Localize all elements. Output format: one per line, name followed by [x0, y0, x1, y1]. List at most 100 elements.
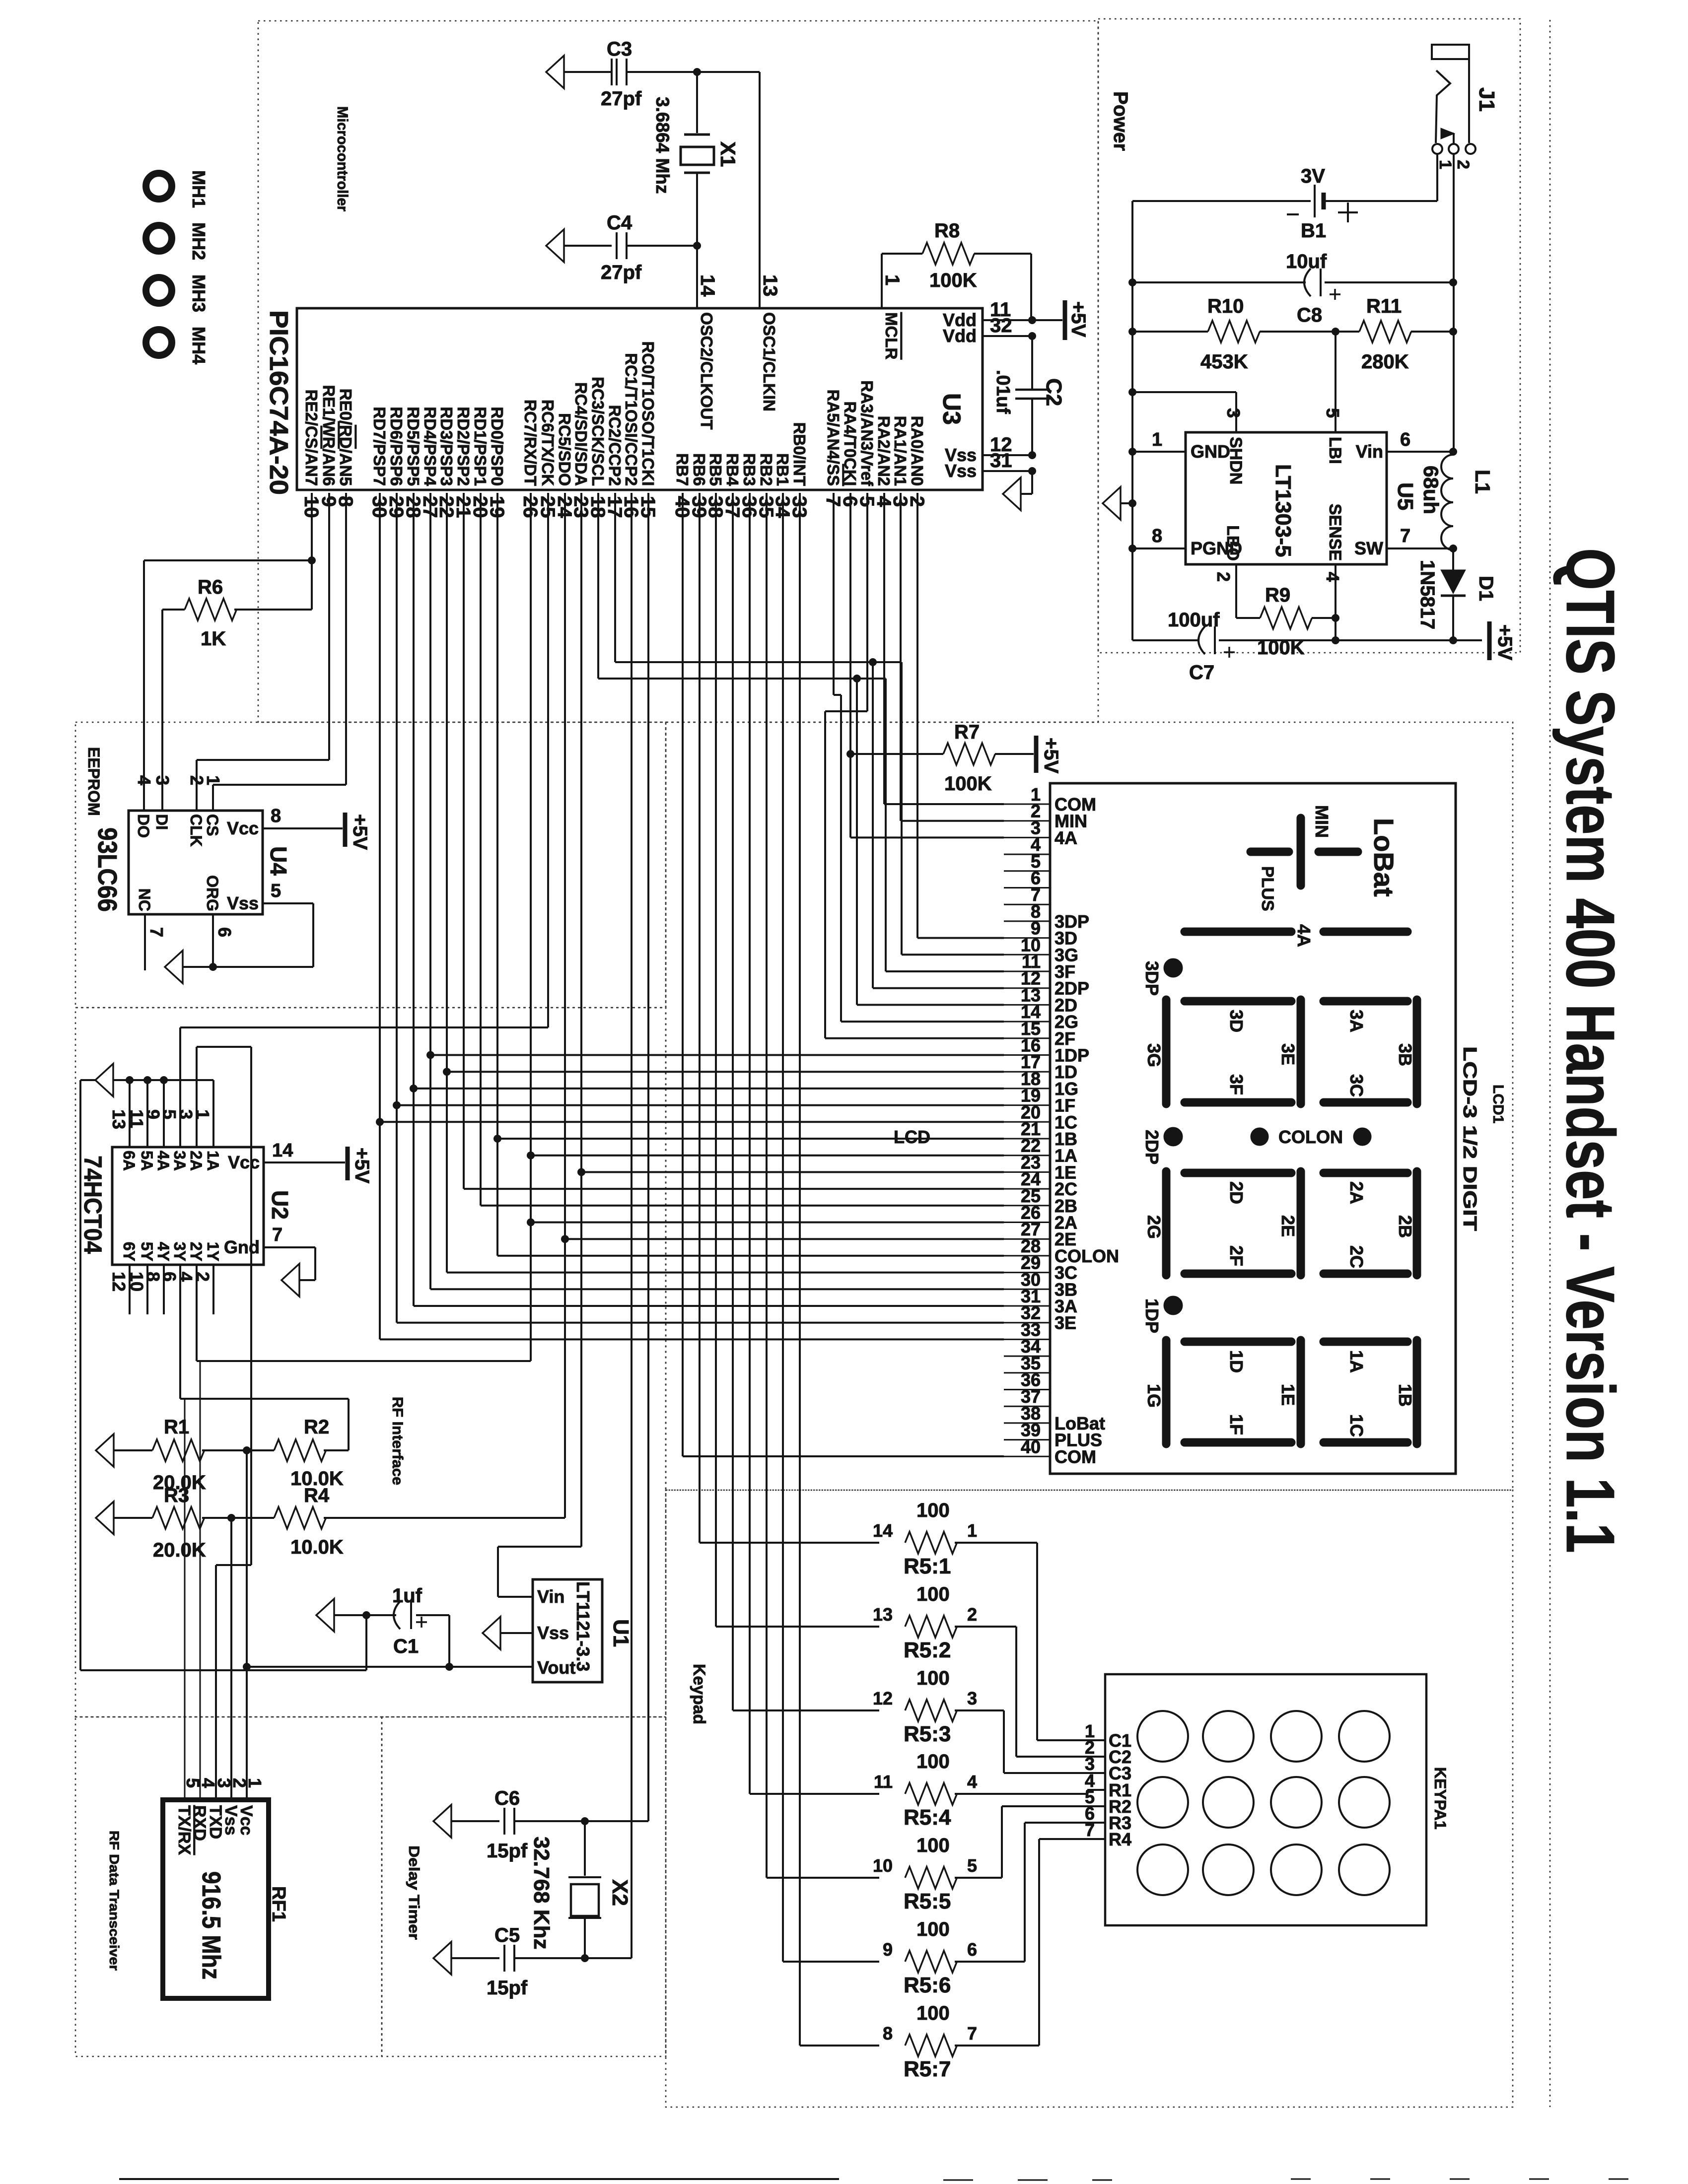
svg-text:31: 31 — [990, 450, 1012, 472]
svg-text:MIN: MIN — [1312, 805, 1332, 838]
svg-text:R5:4: R5:4 — [904, 1805, 951, 1830]
svg-text:20.0K: 20.0K — [153, 1472, 206, 1494]
svg-text:RA0/AN0: RA0/AN0 — [908, 416, 926, 486]
svg-text:SENSE: SENSE — [1326, 504, 1344, 561]
svg-text:5: 5 — [159, 1109, 180, 1119]
svg-text:RE2/CS/AN7: RE2/CS/AN7 — [302, 390, 321, 486]
svg-text:2A: 2A — [1055, 1213, 1077, 1233]
svg-text:COLON: COLON — [1055, 1246, 1119, 1266]
svg-text:2DP: 2DP — [1055, 978, 1089, 999]
svg-text:.01uf: .01uf — [992, 370, 1013, 414]
svg-text:OSC1/CLKIN: OSC1/CLKIN — [760, 312, 778, 411]
svg-text:1G: 1G — [1055, 1079, 1078, 1099]
svg-text:25: 25 — [1021, 1186, 1041, 1206]
svg-text:R8: R8 — [934, 220, 960, 242]
svg-text:RB2: RB2 — [757, 453, 775, 486]
svg-text:3B: 3B — [1055, 1279, 1077, 1299]
svg-text:2B: 2B — [1055, 1196, 1077, 1216]
svg-text:RB0/INT: RB0/INT — [790, 422, 809, 486]
svg-text:32.768 Khz: 32.768 Khz — [529, 1837, 554, 1949]
svg-text:1A: 1A — [1346, 1350, 1367, 1373]
svg-text:18: 18 — [1021, 1069, 1041, 1089]
svg-text:Microcontroller: Microcontroller — [334, 106, 351, 211]
svg-text:Vcc: Vcc — [237, 1805, 256, 1836]
svg-text:5A: 5A — [138, 1151, 156, 1171]
svg-text:RD6/PSP6: RD6/PSP6 — [387, 407, 406, 486]
svg-text:RA1/AN1: RA1/AN1 — [891, 416, 910, 486]
svg-text:6: 6 — [967, 1939, 977, 1960]
svg-text:3: 3 — [176, 1109, 196, 1119]
svg-text:3: 3 — [152, 775, 173, 785]
svg-text:13: 13 — [759, 274, 781, 297]
svg-text:5: 5 — [1323, 408, 1343, 418]
svg-text:13: 13 — [873, 1604, 893, 1625]
svg-text:3DP: 3DP — [1142, 961, 1162, 996]
svg-text:2D: 2D — [1055, 995, 1077, 1015]
svg-text:15: 15 — [1021, 1019, 1041, 1039]
svg-text:RB5: RB5 — [706, 453, 725, 486]
svg-text:453K: 453K — [1200, 351, 1248, 373]
svg-text:7: 7 — [967, 2023, 977, 2044]
svg-text:RD2/PSP2: RD2/PSP2 — [454, 407, 473, 486]
svg-text:5Y: 5Y — [138, 1242, 156, 1261]
svg-text:L1: L1 — [1471, 470, 1494, 494]
svg-text:15pf: 15pf — [487, 1840, 528, 1862]
svg-text:3A: 3A — [1346, 1010, 1367, 1032]
svg-text:ORG: ORG — [204, 875, 221, 911]
svg-text:SHDN: SHDN — [1226, 437, 1245, 484]
svg-text:6: 6 — [214, 927, 235, 937]
svg-text:9: 9 — [883, 1939, 893, 1960]
svg-text:C3: C3 — [607, 38, 632, 60]
svg-text:100: 100 — [916, 2002, 950, 2024]
svg-text:U4: U4 — [266, 846, 291, 876]
svg-text:LBI: LBI — [1326, 437, 1344, 464]
svg-text:5: 5 — [967, 1855, 977, 1876]
svg-text:100: 100 — [916, 1835, 950, 1856]
svg-text:7: 7 — [1031, 885, 1041, 905]
svg-text:1uf: 1uf — [392, 1585, 422, 1607]
svg-text:PIC16C74A-20: PIC16C74A-20 — [264, 310, 293, 495]
svg-text:7: 7 — [146, 927, 167, 937]
svg-text:2D: 2D — [1226, 1181, 1247, 1204]
svg-text:33: 33 — [1021, 1319, 1041, 1340]
svg-text:4: 4 — [1085, 1771, 1095, 1791]
svg-text:3B: 3B — [1395, 1043, 1415, 1066]
svg-text:R5:3: R5:3 — [904, 1722, 951, 1746]
svg-text:10: 10 — [873, 1855, 893, 1876]
svg-text:5: 5 — [271, 881, 281, 901]
svg-text:U2: U2 — [267, 1190, 293, 1220]
svg-text:16: 16 — [1021, 1035, 1041, 1056]
svg-text:C4: C4 — [607, 212, 633, 234]
svg-text:8: 8 — [1031, 901, 1041, 922]
svg-text:CS: CS — [204, 814, 221, 836]
svg-text:2E: 2E — [1055, 1229, 1076, 1249]
svg-text:R11: R11 — [1366, 295, 1402, 317]
svg-text:OSC2/CLKOUT: OSC2/CLKOUT — [698, 312, 716, 430]
svg-text:R2: R2 — [304, 1416, 329, 1438]
svg-text:C6: C6 — [494, 1787, 520, 1809]
svg-text:4: 4 — [198, 1778, 218, 1788]
svg-text:RA2/AN2: RA2/AN2 — [875, 416, 893, 486]
svg-text:LoBat: LoBat — [1368, 818, 1400, 897]
svg-text:RC1/T1OSI/CCP2: RC1/T1OSI/CCP2 — [622, 353, 640, 486]
svg-text:Vin: Vin — [1356, 441, 1383, 462]
svg-text:2: 2 — [1031, 801, 1041, 821]
svg-text:R9: R9 — [1265, 584, 1290, 606]
svg-text:RC6/TX/CK: RC6/TX/CK — [539, 400, 557, 486]
svg-text:1G: 1G — [1144, 1384, 1164, 1408]
svg-text:15pf: 15pf — [487, 1977, 528, 1999]
svg-text:280K: 280K — [1361, 351, 1409, 373]
svg-text:LCD-3 1/2 DIGIT: LCD-3 1/2 DIGIT — [1459, 1046, 1480, 1231]
svg-text:38: 38 — [1021, 1403, 1041, 1424]
svg-text:34: 34 — [1021, 1336, 1041, 1357]
svg-text:10.0K: 10.0K — [290, 1468, 344, 1490]
svg-text:1N5817: 1N5817 — [1416, 560, 1438, 629]
svg-text:1D: 1D — [1055, 1062, 1077, 1082]
svg-text:100: 100 — [916, 1583, 950, 1605]
svg-text:RC7/RX/DT: RC7/RX/DT — [521, 400, 540, 486]
svg-text:4A: 4A — [1055, 827, 1077, 848]
svg-text:3A: 3A — [171, 1151, 189, 1171]
svg-text:1: 1 — [967, 1520, 977, 1541]
svg-text:KEYPA1: KEYPA1 — [1431, 1767, 1449, 1830]
svg-text:R5:1: R5:1 — [904, 1554, 951, 1578]
